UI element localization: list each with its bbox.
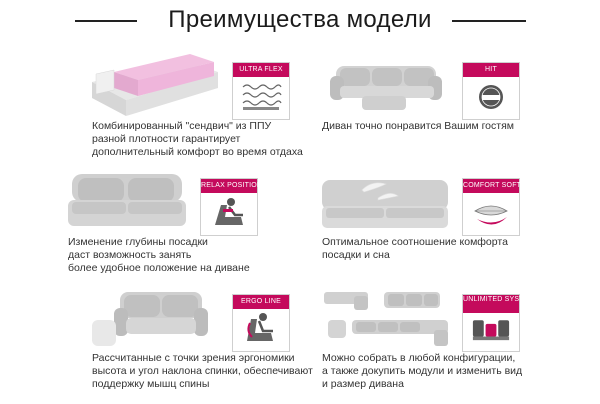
recliner-person-icon (215, 198, 243, 225)
hit-seal-icon (479, 85, 503, 109)
badge-ergo-line: ERGO LINE (232, 294, 290, 352)
feature-unlimited-system: UNLIMITED SYSTEM Можно собрать в любой к… (322, 286, 592, 404)
page-header: Преимущества модели (0, 4, 600, 34)
feature-relax-position: RELAX POSITION Изменение глубины посадки… (68, 170, 338, 288)
description-line: высота и угол наклона спинки, обеспечива… (92, 365, 313, 377)
description-line: Можно собрать в любой конфигурации, (322, 352, 516, 364)
feature-description: Можно собрать в любой конфигурации, а та… (322, 352, 587, 391)
feather-icon (474, 205, 508, 225)
description-line: Изменение глубины посадки (68, 236, 208, 248)
corner-sofa-photo (322, 54, 452, 116)
feature-description: Диван точно понравится Вашим гостям (322, 120, 587, 133)
badge-label: UNLIMITED SYSTEM (463, 295, 534, 313)
badge-label: ULTRA FLEX (233, 63, 289, 77)
description-line: Оптимальное соотношение комфорта (322, 236, 508, 248)
badge-label: ERGO LINE (233, 295, 289, 309)
badge-unlimited-system: UNLIMITED SYSTEM (462, 294, 534, 352)
badge-label: COMFORT SOFT (463, 179, 521, 193)
description-line: Рассчитанные с точки зрения эргономики (92, 352, 295, 364)
description-line: а также докупить модули и изменить вид (322, 365, 523, 377)
badge-ultra-flex: ULTRA FLEX (232, 62, 290, 120)
description-line: посадки и сна (322, 249, 390, 261)
description-line: Диван точно понравится Вашим гостям (322, 120, 514, 132)
foam-sandwich-photo (92, 54, 222, 116)
ergonomic-seat-icon (247, 313, 273, 341)
description-line: поддержку мышц спины (92, 378, 210, 390)
sofa-closeup-photo (68, 170, 190, 232)
badge-label: HIT (463, 63, 519, 77)
feature-comfort-soft: COMFORT SOFT Оптимальное соотношение ком… (322, 170, 592, 288)
description-line: разной плотности гарантирует (92, 133, 241, 145)
description-line: и размер дивана (322, 378, 404, 390)
feature-ultra-flex: ULTRA FLEX Комбинированный "сендвич" из … (92, 54, 362, 172)
feature-ergo-line: ERGO LINE Рассчитанные с точки зрения эр… (92, 286, 362, 404)
badge-comfort-soft: COMFORT SOFT (462, 178, 521, 236)
description-line: даст возможность занять (68, 249, 192, 261)
feature-hit: HIT Диван точно понравится Вашим гостям (322, 54, 592, 172)
feature-description: Изменение глубины посадки даст возможнос… (68, 236, 333, 275)
feature-description: Оптимальное соотношение комфорта посадки… (322, 236, 587, 262)
badge-label: RELAX POSITION (201, 179, 262, 193)
header-rule-left (75, 20, 137, 22)
badge-hit: HIT (462, 62, 520, 120)
feature-description: Комбинированный "сендвич" из ППУ разной … (92, 120, 357, 159)
feature-description: Рассчитанные с точки зрения эргономики в… (92, 352, 357, 391)
description-line: дополнительный комфорт во время отдаха (92, 146, 303, 158)
description-line: более удобное положение на диване (68, 262, 250, 274)
spring-layers-icon (242, 84, 282, 110)
description-line: Комбинированный "сендвич" из ППУ (92, 120, 272, 132)
header-rule-right (452, 20, 526, 22)
modular-configurations-photo (322, 286, 452, 348)
sofa-armchair-photo (92, 286, 222, 348)
modular-sofa-icon (472, 320, 510, 341)
sofa-with-feathers-photo (322, 170, 452, 232)
page-title: Преимущества модели (168, 6, 432, 33)
badge-relax-position: RELAX POSITION (200, 178, 262, 236)
